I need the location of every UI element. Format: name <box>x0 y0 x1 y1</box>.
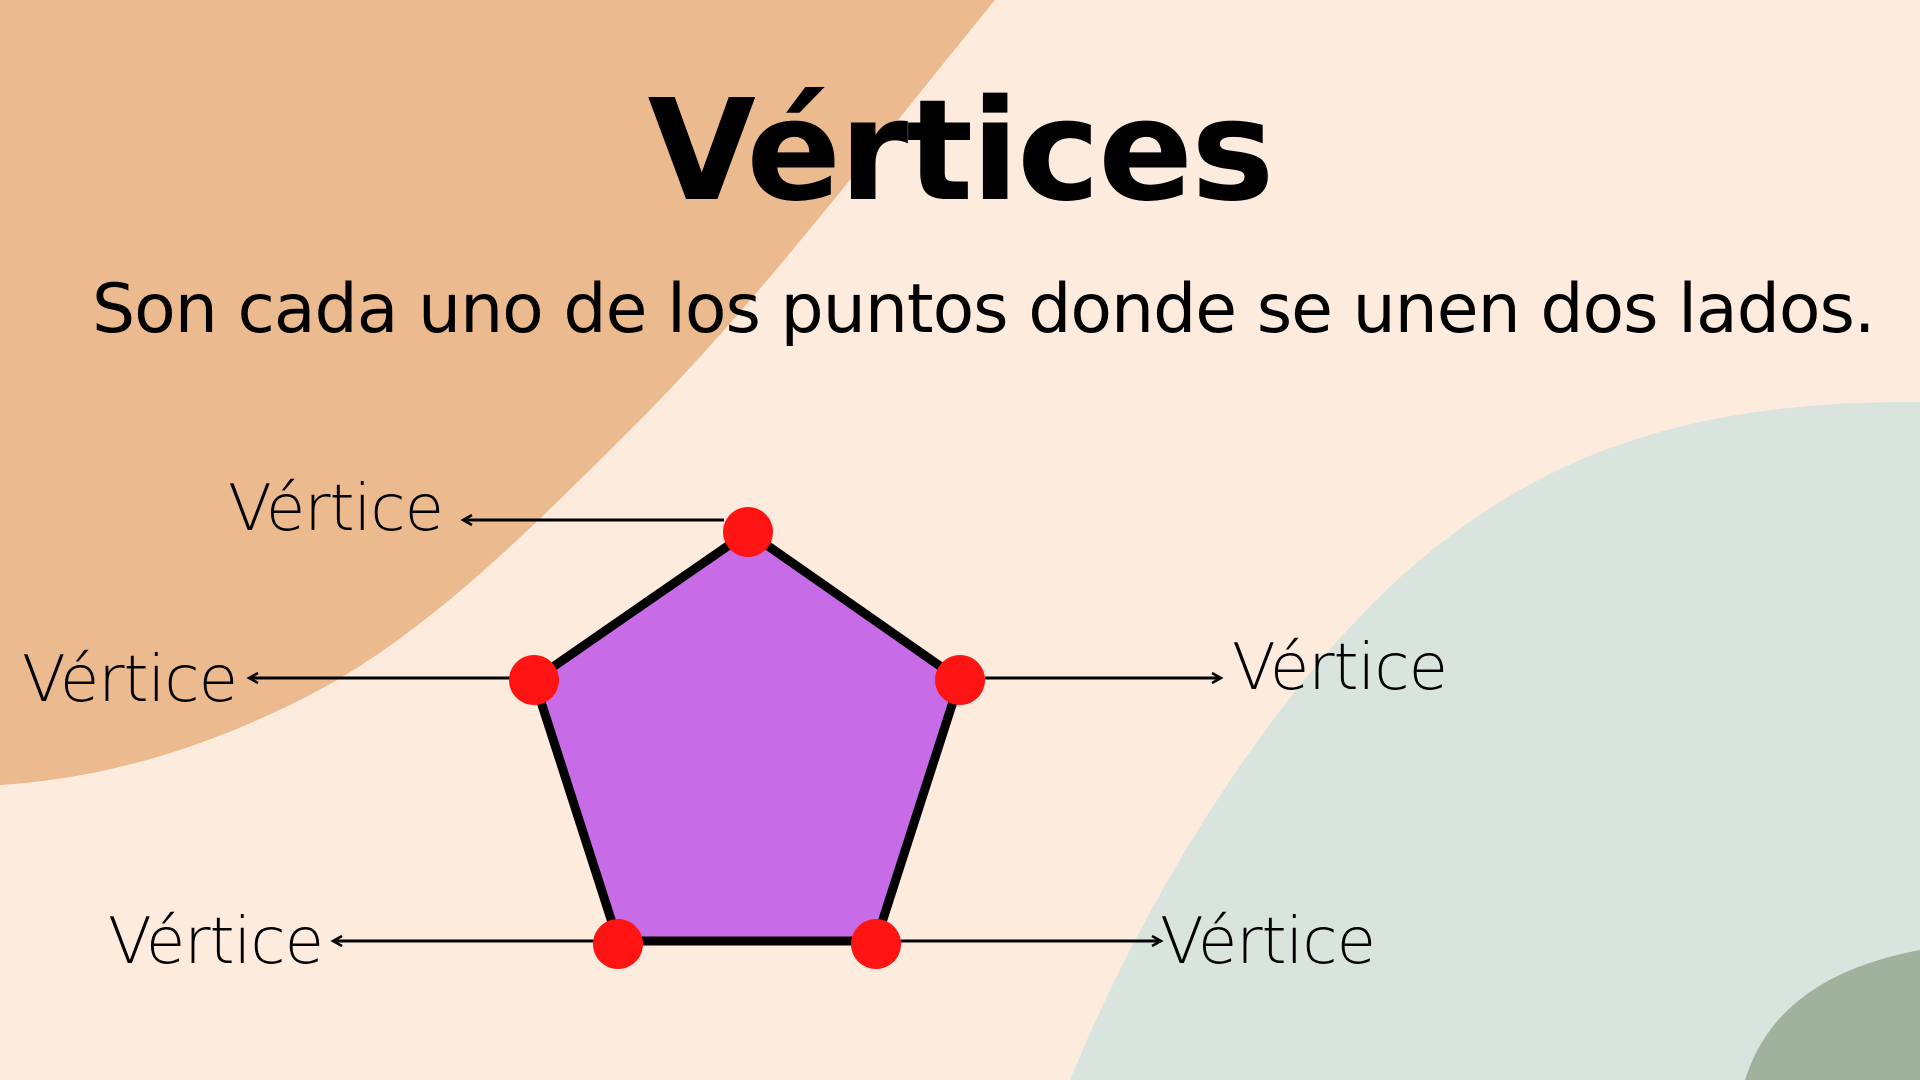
vertex-label-bottom-right: Vértice <box>1160 905 1376 979</box>
vertex-dot-left <box>509 655 559 705</box>
vertex-dot-top <box>723 507 773 557</box>
sage-blob <box>1070 401 1920 1080</box>
slide-subtitle: Son cada uno de los puntos donde se unen… <box>92 270 1876 349</box>
green-blob <box>1745 950 1920 1080</box>
vertex-label-bottom-left: Vértice <box>108 905 324 979</box>
vertex-label-right: Vértice <box>1232 631 1448 705</box>
vertex-label-top: Vértice <box>228 472 444 546</box>
orange-blob <box>0 0 995 785</box>
vertex-label-left: Vértice <box>22 643 238 717</box>
vertex-dot-bottom-right <box>851 919 901 969</box>
vertex-dot-bottom-left <box>593 919 643 969</box>
vertex-dot-right <box>935 655 985 705</box>
slide-title: Vértices <box>647 70 1275 233</box>
pentagon-shape <box>528 526 966 946</box>
